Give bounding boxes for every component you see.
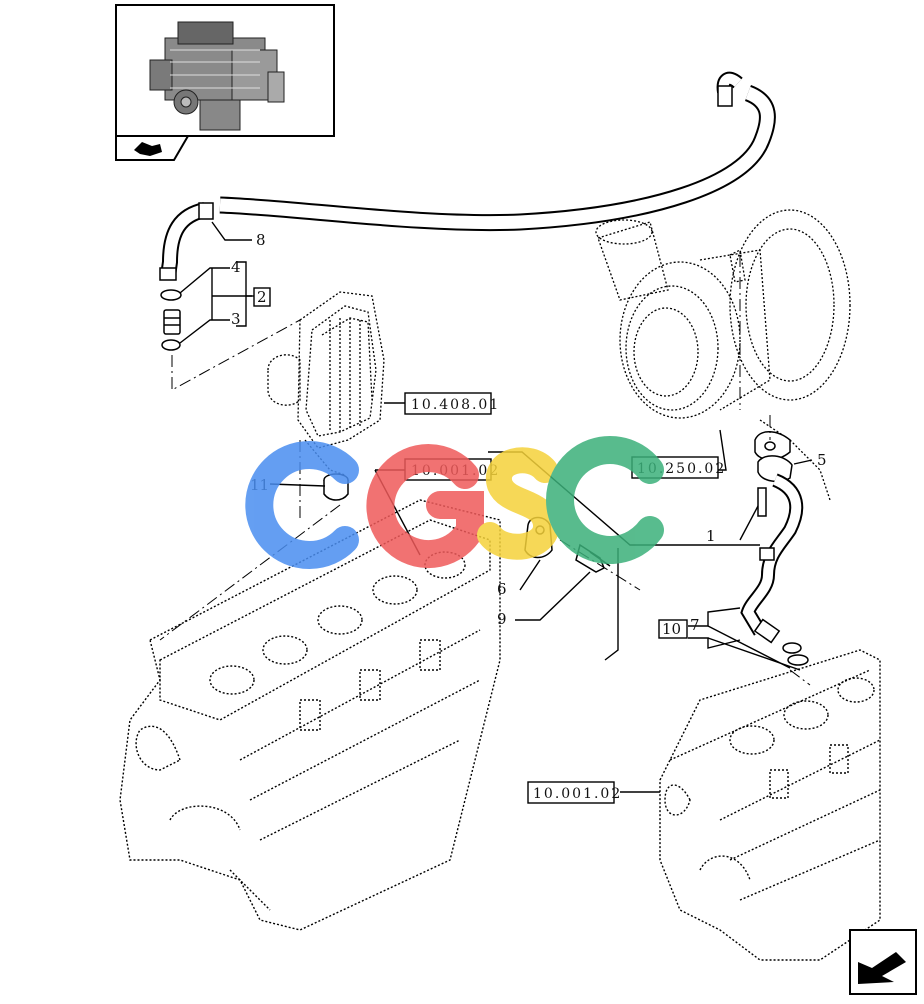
turbocharger [595, 209, 851, 501]
fitting-group [160, 289, 182, 351]
engine-block-right [659, 649, 881, 961]
guide-lines [159, 255, 811, 686]
part-number-6: 6 [497, 580, 507, 598]
group-bracket-2 [236, 261, 254, 327]
watermark-letter-3 [477, 447, 559, 560]
watermark-letter-1 [245, 441, 359, 569]
watermark-logo [245, 436, 664, 569]
leader-lines [179, 221, 813, 793]
part-number-8: 8 [256, 231, 266, 249]
svg-text:10.001.02: 10.001.02 [533, 786, 622, 802]
engine-thumbnail-icon[interactable] [115, 4, 335, 137]
group-box-2[interactable]: 2 [253, 287, 271, 307]
part-number-labels: 8 4 3 5 11 1 6 9 7 [231, 231, 827, 634]
part-number-9: 9 [497, 610, 507, 628]
gasket-and-return-pipe [740, 431, 809, 666]
part-number-5: 5 [817, 451, 827, 469]
part-number-1: 1 [706, 527, 716, 545]
reference-box-10-001-02-bottom[interactable]: 10.001.02 [527, 781, 622, 804]
svg-text:10: 10 [662, 620, 681, 638]
part-number-4: 4 [231, 258, 241, 276]
group-box-10[interactable]: 10 [658, 619, 688, 639]
svg-text:10.408.01: 10.408.01 [411, 397, 500, 413]
engine-block-left [119, 499, 501, 931]
svg-text:2: 2 [257, 288, 267, 306]
oil-pipe [159, 71, 776, 281]
next-page-arrow-icon[interactable] [849, 929, 917, 995]
watermark-letter-2 [366, 444, 484, 569]
nav-arrow-icon[interactable] [115, 135, 190, 161]
reference-box-10-408-01[interactable]: 10.408.01 [404, 392, 500, 415]
part-number-7: 7 [690, 616, 700, 634]
watermark-letter-4 [546, 436, 664, 564]
part-number-3: 3 [231, 310, 241, 328]
